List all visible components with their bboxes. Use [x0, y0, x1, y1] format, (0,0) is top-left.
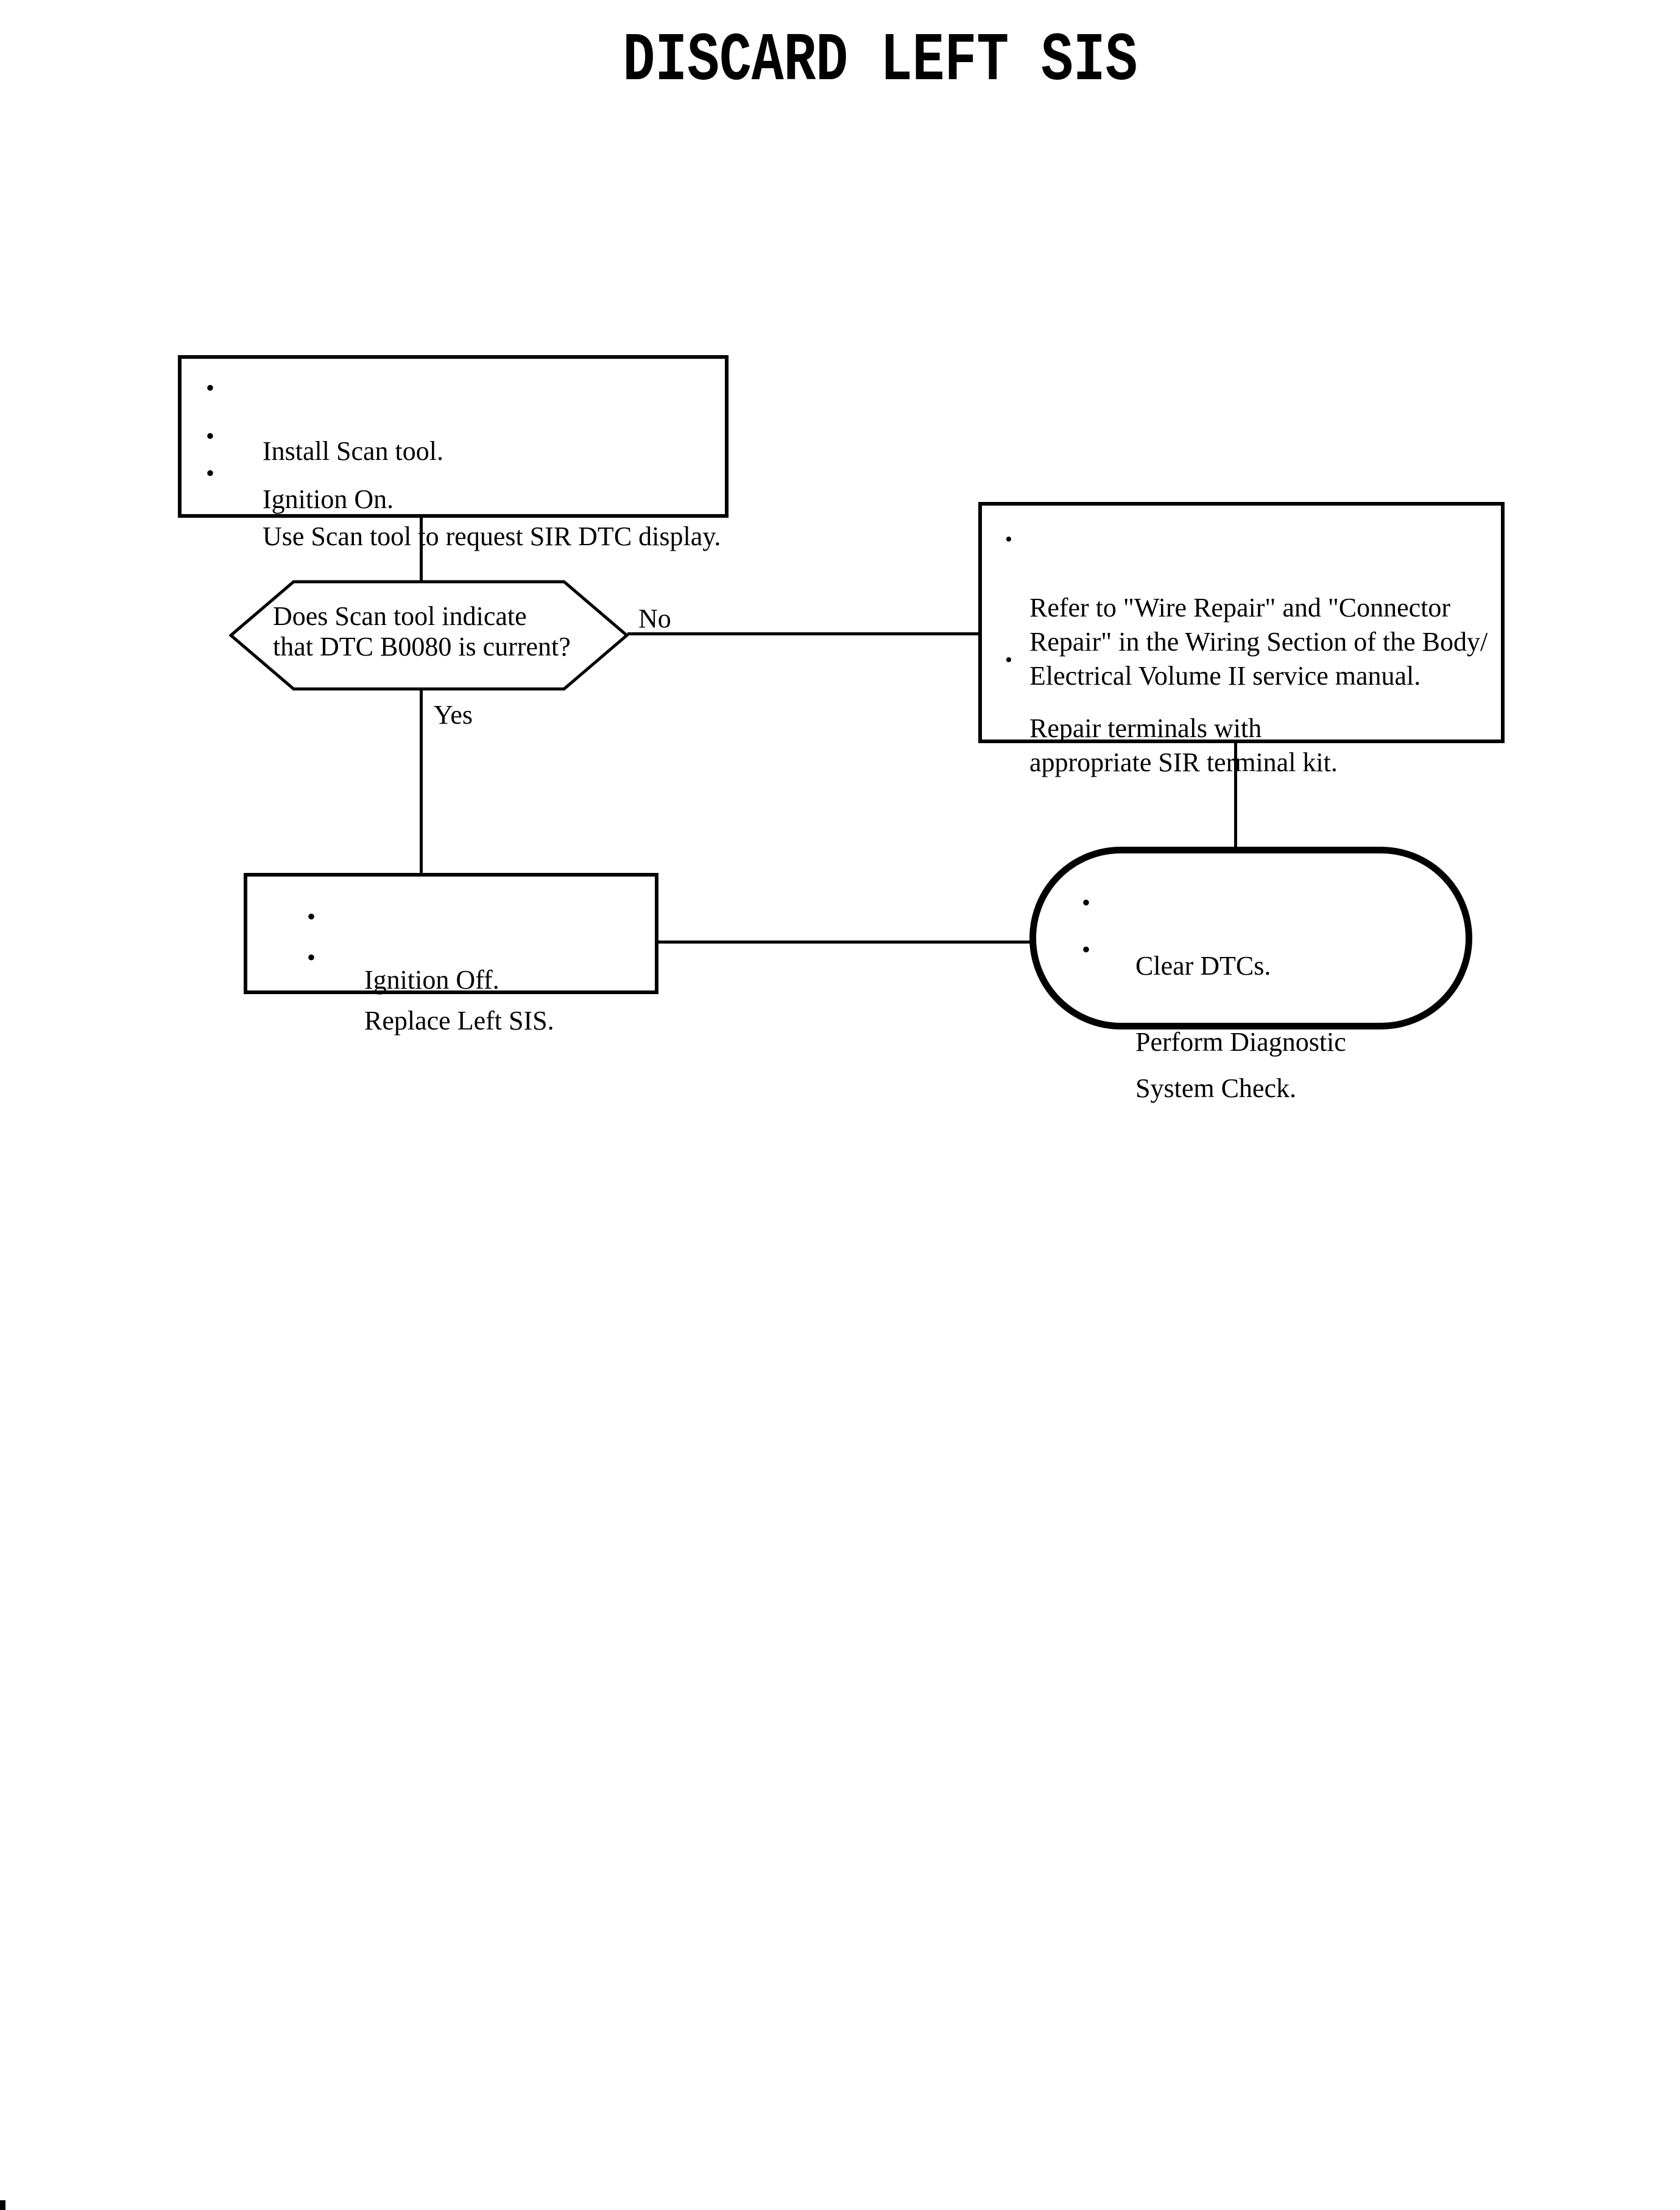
connector-start-to-decision	[420, 515, 423, 581]
connector-no-branch	[627, 632, 981, 635]
connector-nobox-to-end	[1234, 742, 1237, 849]
bullet-icon: •	[307, 944, 316, 971]
list-item: • Perform Diagnostic System Check.	[1082, 927, 1346, 1112]
connector-yes-branch	[420, 690, 423, 874]
list-item-text: Use Scan tool to request SIR DTC display…	[263, 521, 721, 551]
list-item: • Ignition Off.	[307, 901, 499, 996]
list-item-text: Ignition On.	[263, 484, 394, 514]
bullet-icon: •	[206, 374, 215, 401]
list-item: • Refer to "Wire Repair" and "Connector …	[1005, 523, 1488, 693]
no-branch-label: No	[638, 604, 671, 634]
bullet-icon: •	[307, 903, 316, 930]
list-item: • Install Scan tool.	[206, 372, 443, 467]
bullet-icon: •	[1005, 528, 1012, 551]
connector-yesbox-to-end	[657, 941, 1031, 944]
list-item-text: Perform Diagnostic System Check.	[1135, 1027, 1346, 1103]
decision-node: Does Scan tool indicate that DTC B0080 i…	[229, 580, 629, 691]
list-item-text: Replace Left SIS.	[364, 1006, 554, 1036]
decision-text: Does Scan tool indicate that DTC B0080 i…	[273, 601, 571, 662]
list-item-text: Repair terminals with appropriate SIR te…	[1029, 713, 1338, 777]
bullet-icon: •	[1082, 889, 1091, 916]
bullet-icon: •	[1082, 936, 1091, 963]
yes-branch-label: Yes	[434, 700, 473, 730]
hexagon-shape	[229, 580, 629, 691]
list-item: • Replace Left SIS.	[307, 942, 554, 1037]
end-node: • Clear DTCs. • Perform Diagnostic Syste…	[1029, 847, 1472, 1103]
scan-artifact	[0, 2200, 5, 2210]
list-item-text: Ignition Off.	[364, 965, 499, 995]
bullet-icon: •	[1005, 649, 1012, 671]
page-title: DISCARD LEFT SIS	[623, 23, 1138, 101]
list-item: • Clear DTCs.	[1082, 887, 1271, 982]
yes-branch-box: • Ignition Off. • Replace Left SIS.	[244, 873, 658, 1036]
bullet-icon: •	[206, 422, 215, 450]
start-box: • Install Scan tool. • Ignition On. • Us…	[178, 355, 729, 551]
list-item-text: Install Scan tool.	[263, 436, 443, 466]
bullet-icon: •	[206, 459, 215, 487]
list-item-text: Refer to "Wire Repair" and "Connector Re…	[1029, 593, 1488, 691]
list-item-text: Clear DTCs.	[1135, 951, 1271, 981]
no-branch-box: • Refer to "Wire Repair" and "Connector …	[978, 502, 1505, 777]
list-item: • Repair terminals with appropriate SIR …	[1005, 643, 1338, 780]
list-item: • Ignition On.	[206, 420, 394, 515]
list-item: • Use Scan tool to request SIR DTC displ…	[206, 457, 721, 552]
